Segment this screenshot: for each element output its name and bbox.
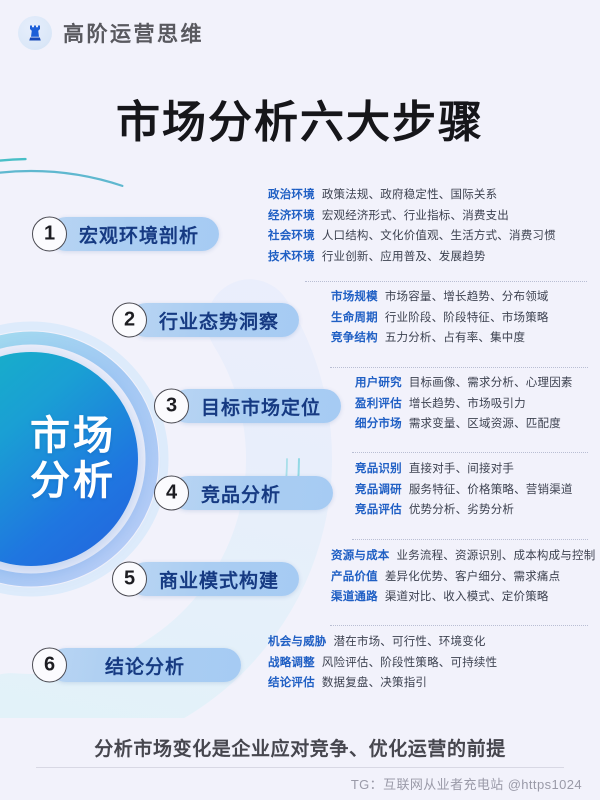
step-number-3: 3 (154, 388, 189, 424)
watermark: TG：互联网从业者充电站 @https1024 (350, 777, 582, 792)
detail-value: 数据复盘、决策指引 (321, 677, 428, 689)
separator-5 (330, 625, 588, 626)
detail-value: 行业阶段、阶段特征、市场策略 (384, 311, 549, 324)
step-pill-1[interactable]: 1 宏观环境剖析 (32, 216, 220, 252)
detail-key: 渠道通路 (331, 591, 378, 603)
detail-line: 用户研究 目标画像、需求分析、心理因素 (355, 377, 573, 390)
brand-header: 高阶运营思维 (18, 16, 204, 50)
step-details-3: 用户研究 目标画像、需求分析、心理因素 盈利评估 增长趋势、市场吸引力 细分市场… (355, 377, 573, 431)
detail-key: 竞品调研 (355, 483, 402, 496)
detail-line: 战略调整 风险评估、阶段性策略、可持续性 (268, 656, 498, 670)
detail-line: 机会与威胁 潜在市场、可行性、环境变化 (268, 636, 497, 649)
detail-value: 人口结构、文化价值观、生活方式、消费习惯 (321, 230, 556, 242)
detail-value: 市场容量、增长趋势、分布领域 (384, 291, 549, 303)
detail-line: 政治环境 政策法规、政府稳定性、国际关系 (268, 189, 556, 202)
step-label-5: 商业模式构建 (159, 570, 280, 592)
step-pill-4[interactable]: 4 竞品分析 (154, 475, 334, 511)
detail-value: 优势分析、劣势分析 (408, 504, 515, 516)
detail-value: 风险评估、阶段性策略、可持续性 (321, 656, 498, 669)
step-number-2: 2 (112, 302, 147, 338)
step-pill-5[interactable]: 5 商业模式构建 (112, 561, 300, 597)
detail-line: 渠道通路 渠道对比、收入模式、定价策略 (331, 591, 595, 604)
page-title: 市场分析六大步骤 (116, 98, 484, 147)
footer: 分析市场变化是企业应对竞争、优化运营的前提 TG：互联网从业者充电站 @http… (0, 718, 600, 800)
step-number-6: 6 (32, 647, 67, 683)
detail-value: 五力分析、占有率、集中度 (384, 332, 526, 344)
detail-value: 宏观经济形式、行业指标、消费支出 (321, 209, 510, 222)
brand-name: 高阶运营思维 (63, 23, 204, 46)
detail-line: 盈利评估 增长趋势、市场吸引力 (355, 397, 573, 411)
detail-value: 渠道对比、收入模式、定价策略 (384, 591, 549, 603)
detail-key: 竞品识别 (355, 463, 402, 475)
detail-key: 政治环境 (268, 189, 315, 201)
detail-line: 细分市场 需求变量、区域资源、匹配度 (355, 418, 573, 431)
detail-key: 生命周期 (331, 311, 378, 324)
step-details-6: 机会与威胁 潜在市场、可行性、环境变化 战略调整 风险评估、阶段性策略、可持续性… (268, 636, 498, 690)
detail-key: 市场规模 (331, 291, 378, 303)
detail-line: 资源与成本 业务流程、资源识别、成本构成与控制 (331, 550, 596, 563)
footer-divider (36, 767, 564, 768)
detail-key: 技术环境 (268, 250, 315, 263)
detail-key: 用户研究 (355, 377, 402, 389)
detail-line: 竞品评估 优势分析、劣势分析 (355, 504, 573, 517)
detail-key: 盈利评估 (355, 397, 402, 410)
detail-key: 社会环境 (268, 230, 315, 242)
step-label-4: 竞品分析 (201, 484, 282, 506)
detail-line: 社会环境 人口结构、文化价值观、生活方式、消费习惯 (268, 230, 556, 243)
detail-line: 经济环境 宏观经济形式、行业指标、消费支出 (268, 209, 556, 223)
detail-value: 行业创新、应用普及、发展趋势 (321, 250, 486, 263)
detail-line: 市场规模 市场容量、增长趋势、分布领域 (331, 291, 549, 304)
detail-key: 资源与成本 (331, 550, 390, 562)
step-label-1: 宏观环境剖析 (79, 225, 200, 247)
step-details-5: 资源与成本 业务流程、资源识别、成本构成与控制 产品价值 差异化优势、客户细分、… (331, 550, 596, 604)
detail-value: 服务特征、价格策略、营销渠道 (408, 483, 573, 496)
detail-value: 差异化优势、客户细分、需求痛点 (384, 570, 561, 583)
step-pill-2[interactable]: 2 行业态势洞察 (112, 302, 300, 338)
step-number-1: 1 (32, 216, 67, 252)
step-details-4: 竞品识别 直接对手、间接对手 竞品调研 服务特征、价格策略、营销渠道 竞品评估 … (355, 463, 573, 517)
detail-key: 产品价值 (331, 570, 378, 583)
separator-4 (352, 539, 588, 540)
detail-key: 结论评估 (268, 677, 315, 689)
step-label-6: 结论分析 (105, 656, 186, 678)
detail-value: 目标画像、需求分析、心理因素 (408, 377, 573, 389)
detail-line: 技术环境 行业创新、应用普及、发展趋势 (268, 250, 556, 264)
step-pill-6[interactable]: 6 结论分析 (32, 647, 242, 683)
detail-key: 竞品评估 (355, 504, 402, 516)
detail-value: 业务流程、资源识别、成本构成与控制 (396, 550, 596, 562)
detail-key: 机会与威胁 (268, 636, 327, 648)
detail-value: 直接对手、间接对手 (408, 463, 515, 475)
detail-key: 战略调整 (268, 656, 315, 669)
step-number-5: 5 (112, 561, 147, 597)
detail-key: 细分市场 (355, 418, 402, 430)
detail-value: 潜在市场、可行性、环境变化 (333, 636, 486, 648)
detail-line: 生命周期 行业阶段、阶段特征、市场策略 (331, 311, 549, 325)
chess-rook-icon (18, 16, 52, 50)
separator-2 (330, 367, 588, 368)
detail-value: 政策法规、政府稳定性、国际关系 (321, 189, 498, 201)
step-details-1: 政治环境 政策法规、政府稳定性、国际关系 经济环境 宏观经济形式、行业指标、消费… (268, 189, 556, 264)
detail-line: 竞争结构 五力分析、占有率、集中度 (331, 332, 549, 345)
detail-line: 竞品调研 服务特征、价格策略、营销渠道 (355, 483, 573, 497)
step-number-4: 4 (154, 475, 189, 511)
detail-value: 增长趋势、市场吸引力 (408, 397, 526, 410)
step-label-2: 行业态势洞察 (159, 311, 280, 333)
detail-line: 产品价值 差异化优势、客户细分、需求痛点 (331, 570, 595, 584)
detail-key: 经济环境 (268, 209, 315, 222)
detail-line: 结论评估 数据复盘、决策指引 (268, 677, 497, 690)
step-pill-3[interactable]: 3 目标市场定位 (154, 388, 342, 424)
detail-key: 竞争结构 (331, 332, 378, 344)
step-details-2: 市场规模 市场容量、增长趋势、分布领域 生命周期 行业阶段、阶段特征、市场策略 … (331, 291, 549, 345)
separator-3 (352, 452, 588, 453)
detail-line: 竞品识别 直接对手、间接对手 (355, 463, 573, 476)
footer-tagline: 分析市场变化是企业应对竞争、优化运营的前提 (94, 739, 506, 760)
separator-1 (305, 281, 587, 282)
detail-value: 需求变量、区域资源、匹配度 (408, 418, 561, 430)
step-label-3: 目标市场定位 (201, 397, 322, 419)
